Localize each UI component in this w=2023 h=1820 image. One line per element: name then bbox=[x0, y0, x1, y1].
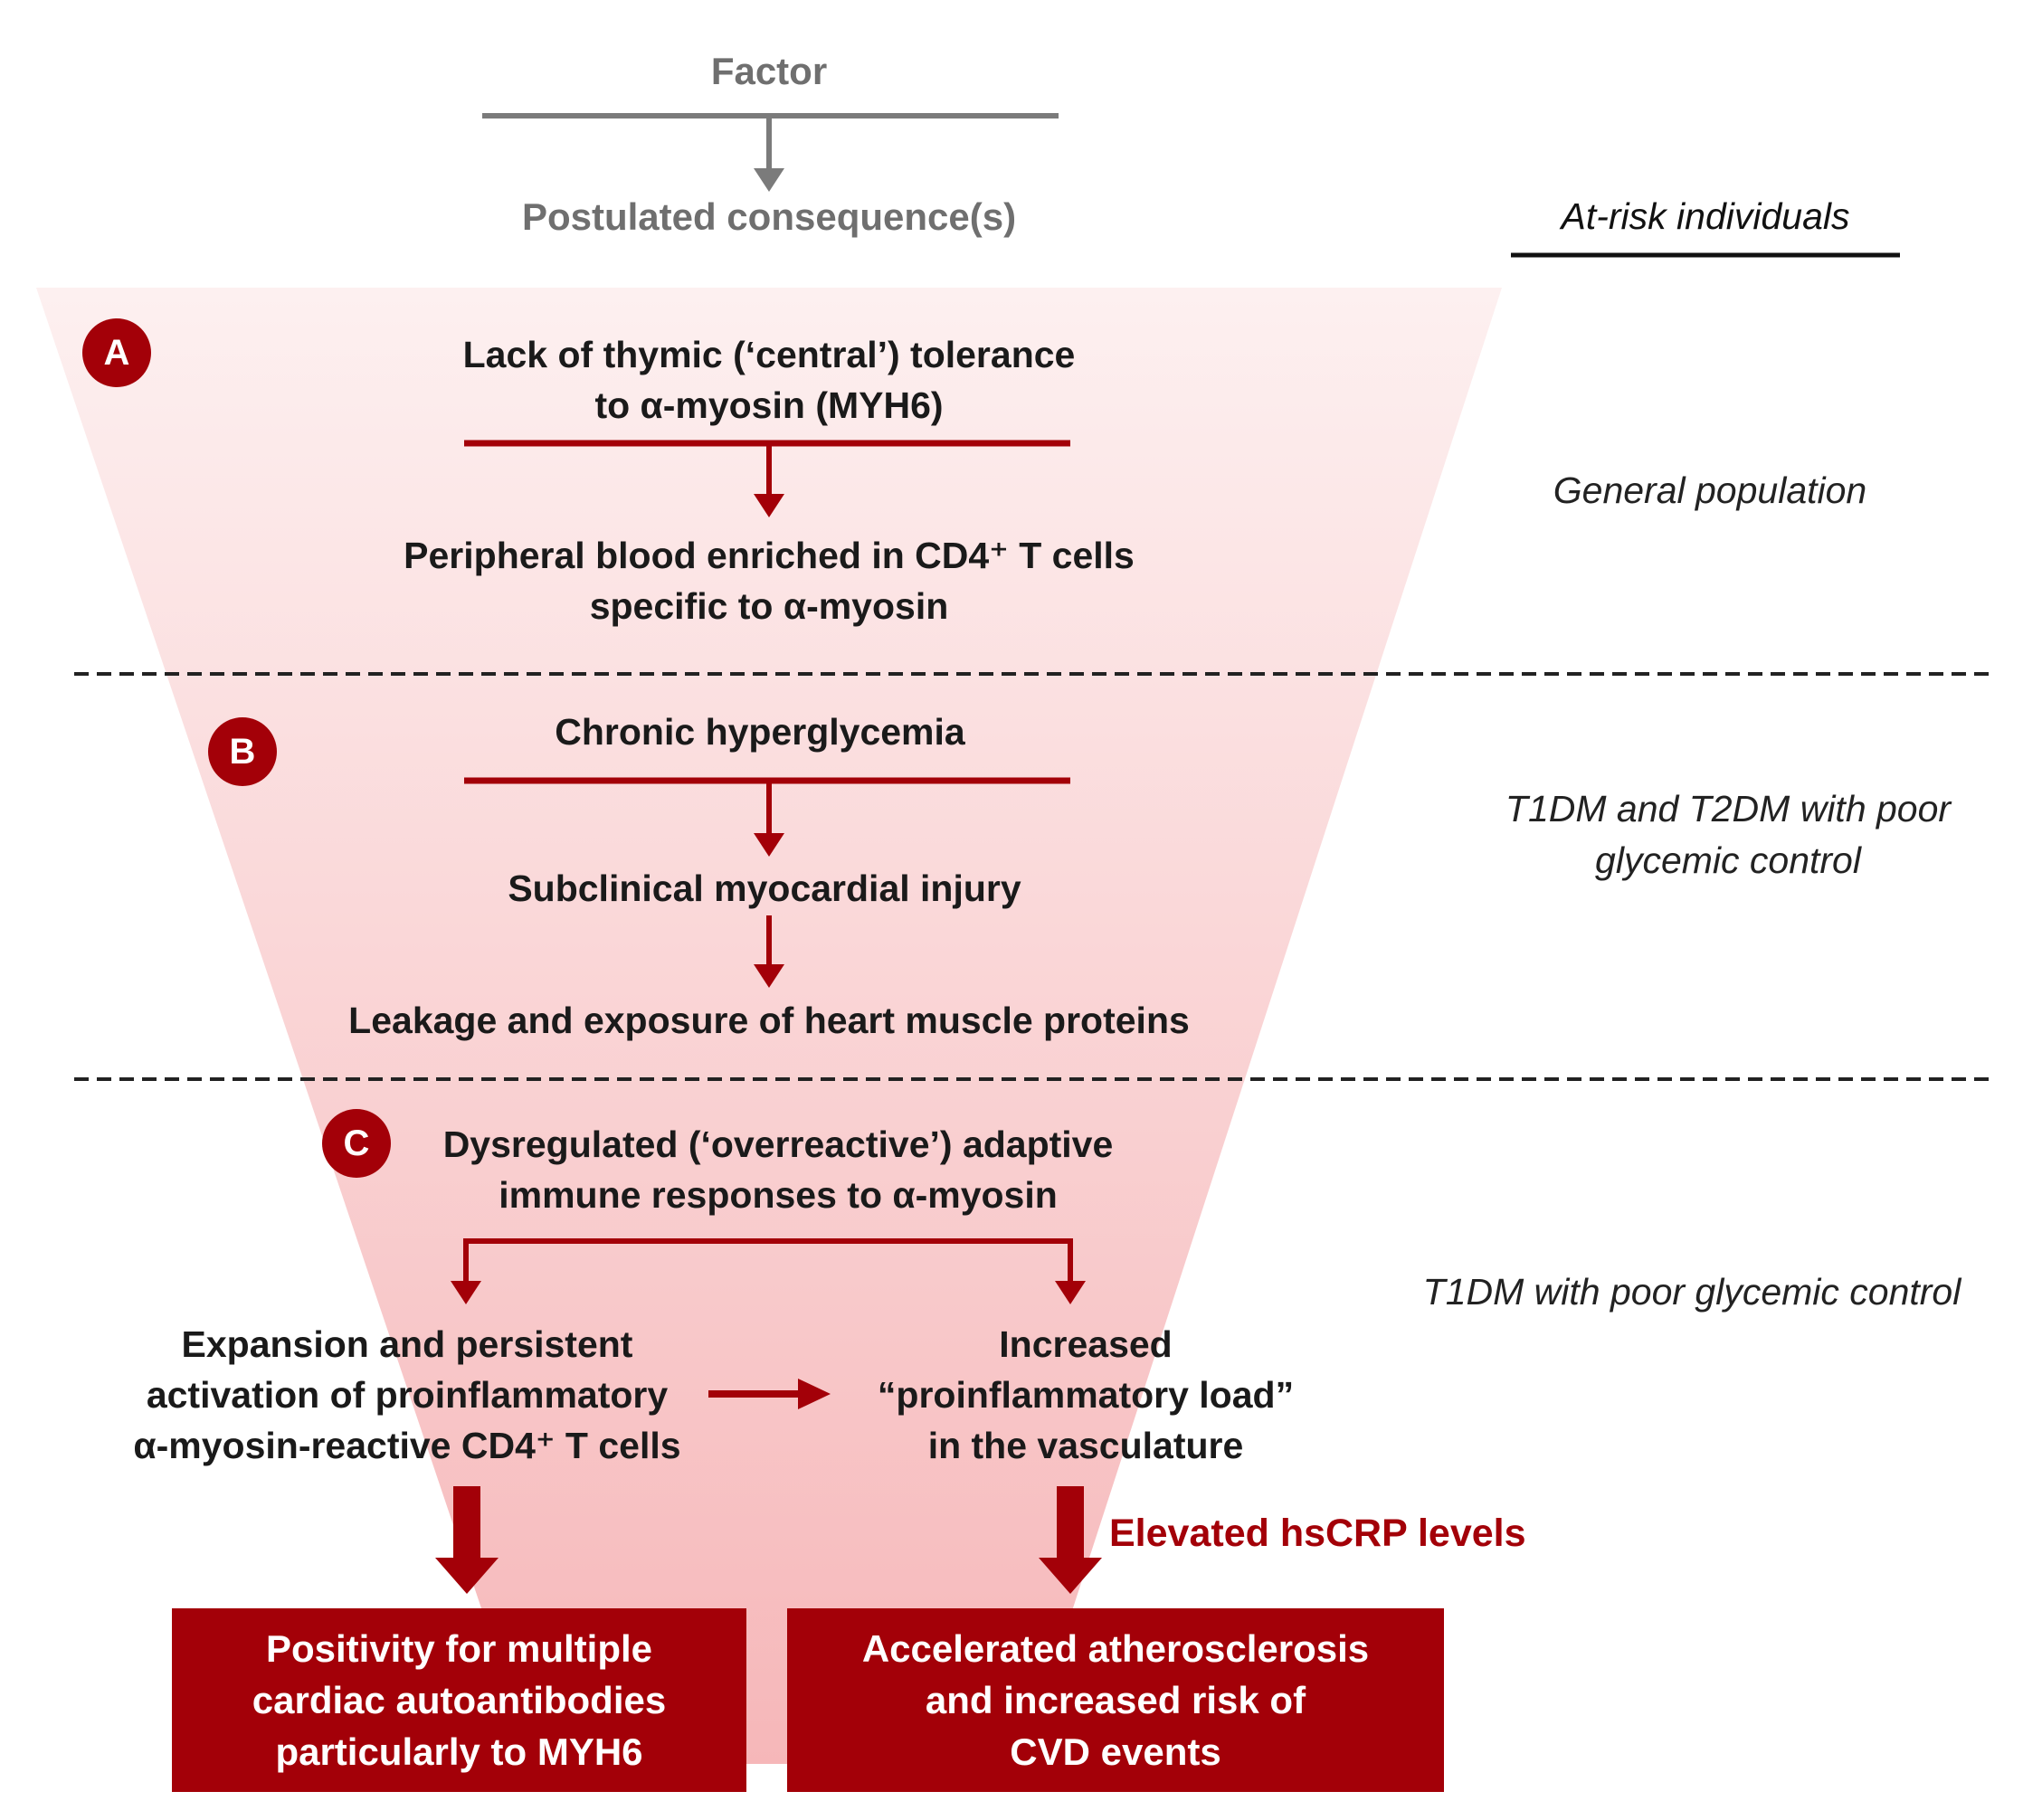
risk-group-a-line-1: General population bbox=[1553, 469, 1867, 511]
consequence-b2-line-1: Leakage and exposure of heart muscle pro… bbox=[348, 1000, 1190, 1041]
consequence-c-left: Expansion and persistent activation of p… bbox=[72, 1319, 742, 1471]
risk-group-b: T1DM and T2DM with poor glycemic control bbox=[1411, 783, 2023, 887]
outcome-right-line-3: CVD events bbox=[1010, 1730, 1221, 1774]
consequence-c-right: Increased “proinflammatory load” in the … bbox=[814, 1319, 1357, 1471]
factor-c-line-2: immune responses to α-myosin bbox=[499, 1174, 1058, 1217]
bracket-c bbox=[463, 1238, 1073, 1284]
factor-c-line-1: Dysregulated (‘overreactive’) adaptive bbox=[442, 1123, 1114, 1165]
hscrp-marker-label: Elevated hsCRP levels bbox=[1109, 1512, 1526, 1555]
outcome-right-line-1: Accelerated atherosclerosis bbox=[861, 1626, 1370, 1670]
big-arrow-right-head bbox=[1039, 1558, 1102, 1594]
bracket-c-left-head bbox=[451, 1281, 481, 1304]
badge-c: C bbox=[322, 1109, 391, 1178]
badge-a: A bbox=[82, 318, 151, 387]
factor-b-line-1: Chronic hyperglycemia bbox=[555, 711, 965, 753]
risk-group-b-line-1: T1DM and T2DM with poor bbox=[1505, 788, 1952, 829]
outcome-left-line-3: particularly to MYH6 bbox=[275, 1730, 643, 1774]
risk-group-c-line-1: T1DM with poor glycemic control bbox=[1422, 1271, 1961, 1313]
risk-group-b-line-2: glycemic control bbox=[1595, 839, 1861, 882]
consequence-c-left-line-2: activation of proinflammatory bbox=[146, 1374, 669, 1417]
consequence-c-right-line-3: in the vasculature bbox=[927, 1425, 1244, 1467]
factor-a: Lack of thymic (‘central’) tolerance to … bbox=[317, 329, 1221, 431]
consequence-c-left-line-1: Expansion and persistent bbox=[181, 1323, 633, 1365]
big-arrow-left-head bbox=[435, 1558, 499, 1594]
outcome-left-line-2: cardiac autoantibodies bbox=[252, 1678, 667, 1721]
consequence-b1: Subclinical myocardial injury bbox=[407, 863, 1122, 914]
factor-b: Chronic hyperglycemia bbox=[407, 706, 1113, 757]
consequence-c-right-line-1: Increased bbox=[999, 1323, 1173, 1365]
bracket-c-right-head bbox=[1055, 1281, 1086, 1304]
arrow-b1-head bbox=[754, 833, 784, 857]
consequence-a-line-1: Peripheral blood enriched in CD4⁺ T cell… bbox=[404, 535, 1135, 576]
arrow-a-head bbox=[754, 494, 784, 517]
risk-group-c: T1DM with poor glycemic control bbox=[1375, 1266, 2009, 1318]
factor-a-line-2: to α-myosin (MYH6) bbox=[594, 384, 944, 427]
legend-factor-label: Factor bbox=[710, 50, 828, 92]
consequence-b1-line-1: Subclinical myocardial injury bbox=[508, 867, 1021, 909]
consequence-c-left-line-3: α-myosin-reactive CD4⁺ T cells bbox=[133, 1425, 681, 1467]
risk-header: At-risk individuals bbox=[1561, 195, 1850, 237]
arrow-b2-head bbox=[754, 964, 784, 988]
arrow-left-to-right-head bbox=[798, 1379, 831, 1409]
outcome-box-right: Accelerated atherosclerosis and increase… bbox=[787, 1608, 1444, 1792]
consequence-b2: Leakage and exposure of heart muscle pro… bbox=[271, 995, 1267, 1046]
factor-c: Dysregulated (‘overreactive’) adaptive i… bbox=[362, 1119, 1194, 1220]
outcome-left-line-1: Positivity for multiple bbox=[265, 1626, 653, 1670]
outcome-box-left: Positivity for multiple cardiac autoanti… bbox=[172, 1608, 746, 1792]
big-arrow-right-shaft bbox=[1057, 1486, 1084, 1563]
consequence-a-line-2: specific to α-myosin bbox=[589, 585, 949, 628]
consequence-a: Peripheral blood enriched in CD4⁺ T cell… bbox=[271, 530, 1267, 631]
factor-a-line-1: Lack of thymic (‘central’) tolerance bbox=[462, 334, 1076, 375]
big-arrow-left-shaft bbox=[453, 1486, 480, 1563]
funnel-shape bbox=[36, 288, 1502, 1764]
legend-arrow-head bbox=[754, 168, 784, 192]
risk-group-a: General population bbox=[1439, 465, 1981, 517]
legend-consequence-label: Postulated consequence(s) bbox=[521, 195, 1017, 238]
badge-b: B bbox=[208, 717, 277, 786]
outcome-right-line-2: and increased risk of bbox=[925, 1678, 1306, 1721]
consequence-c-right-line-2: “proinflammatory load” bbox=[877, 1374, 1295, 1417]
